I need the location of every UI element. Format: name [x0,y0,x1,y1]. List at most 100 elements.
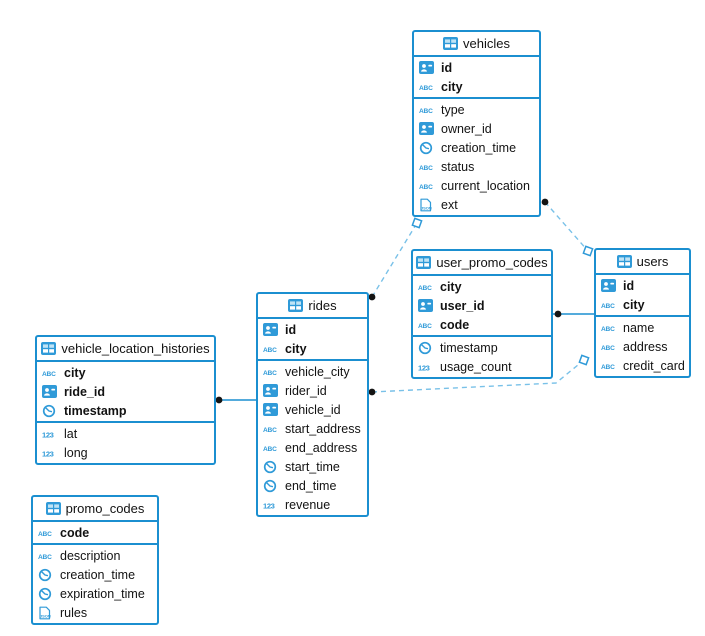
column-row-name: ABC name [596,318,689,337]
table-title: promo_codes [65,501,145,516]
column-row-type: ABC type [414,100,539,119]
column-name: name [623,320,655,335]
column-row-ext: JSON ext [414,195,539,214]
table-icon [616,255,632,268]
column-name: city [623,297,645,312]
relation-endpoint-square [582,245,594,257]
relation-rides-to-vehicles [371,222,418,298]
column-name: status [441,159,475,174]
column-name: revenue [285,497,331,512]
column-name: address [623,339,668,354]
column-name: id [285,322,297,337]
number-123-type-icon: 123 [42,448,59,458]
column-name: start_time [285,459,340,474]
table-title: user_promo_codes [436,255,548,270]
column-name: timestamp [64,403,127,418]
svg-text:ABC: ABC [419,108,433,115]
column-row-city: ABC city [413,277,551,296]
clock-time-type-icon [42,404,59,418]
relation-endpoint-dot [368,388,376,396]
column-name: ext [441,197,458,212]
relation-endpoint-dot [368,293,376,301]
clock-time-type-icon [38,587,55,601]
abc-text-type-icon: ABC [419,82,436,92]
table-title: vehicles [463,36,510,51]
column-name: end_address [285,440,358,455]
column-row-ride_id: ride_id [37,382,214,401]
relation-endpoint-square [578,354,590,366]
table-icon [45,502,61,515]
column-name: current_location [441,178,530,193]
column-name: code [440,317,470,332]
column-name: owner_id [441,121,492,136]
abc-text-type-icon: ABC [601,300,618,310]
column-name: id [623,278,635,293]
abc-text-type-icon: ABC [38,528,55,538]
abc-text-type-icon: ABC [419,162,436,172]
number-123-type-icon: 123 [263,500,280,510]
table-header-promo_codes: promo_codes [33,497,157,522]
id-badge-icon [601,279,618,292]
column-name: city [440,279,462,294]
abc-text-type-icon: ABC [601,361,618,371]
svg-text:ABC: ABC [38,531,52,538]
column-name: type [441,102,465,117]
id-badge-icon [263,323,280,336]
number-123-type-icon: 123 [418,362,435,372]
column-name: start_address [285,421,361,436]
svg-text:ABC: ABC [601,364,615,371]
column-row-id: id [258,320,367,339]
svg-text:ABC: ABC [263,370,277,377]
column-name: rider_id [285,383,327,398]
svg-text:123: 123 [42,449,54,458]
table-header-vehicles: vehicles [414,32,539,57]
column-row-vehicle_city: ABC vehicle_city [258,362,367,381]
column-name: rules [60,605,88,620]
svg-text:ABC: ABC [601,303,615,310]
column-name: usage_count [440,359,512,374]
number-123-type-icon: 123 [42,429,59,439]
abc-text-type-icon: ABC [38,551,55,561]
abc-text-type-icon: ABC [419,181,436,191]
abc-text-type-icon: ABC [601,323,618,333]
column-name: id [441,60,453,75]
column-row-usage_count: 123 usage_count [413,357,551,376]
svg-text:ABC: ABC [263,427,277,434]
column-name: vehicle_city [285,364,350,379]
abc-text-type-icon: ABC [263,344,280,354]
table-icon [288,299,304,312]
abc-text-type-icon: ABC [418,282,435,292]
relation-endpoint-square [411,217,423,229]
column-row-creation_time: creation_time [33,565,157,584]
svg-text:ABC: ABC [419,85,433,92]
relation-rides-to-users [371,359,585,393]
column-row-rider_id: rider_id [258,381,367,400]
column-row-timestamp: timestamp [413,338,551,357]
column-row-start_address: ABC start_address [258,419,367,438]
json-document-type-icon: JSON [419,198,436,212]
svg-text:123: 123 [263,501,275,510]
svg-text:ABC: ABC [38,554,52,561]
column-row-vehicle_id: vehicle_id [258,400,367,419]
column-name: lat [64,426,78,441]
svg-text:123: 123 [418,363,430,372]
